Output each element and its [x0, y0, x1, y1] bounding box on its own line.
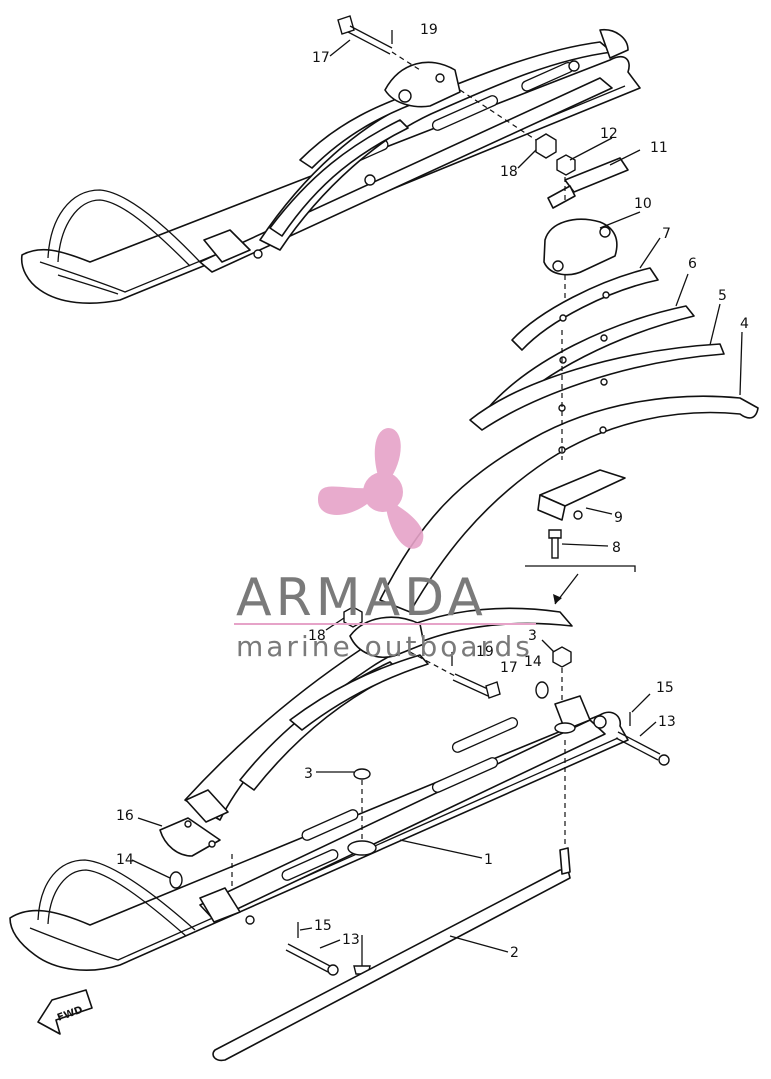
- callout-13-front: 13: [342, 932, 360, 948]
- callout-17-lower: 17: [500, 660, 518, 676]
- callout-labels: 19 17 12 11 18 10 7 6 5 4 9 8 18 3 19 17…: [116, 22, 749, 961]
- watermark-brand: ARMADA: [236, 568, 487, 628]
- part-11-plate: [547, 157, 629, 209]
- callout-14-rear: 14: [524, 654, 542, 670]
- nut-18-lower: [343, 606, 363, 628]
- callout-4: 4: [740, 316, 749, 332]
- washer-14-front: [169, 871, 183, 889]
- callout-18-lower: 18: [308, 628, 326, 644]
- callout-15-front: 15: [314, 918, 332, 934]
- callout-1: 1: [484, 852, 493, 868]
- callout-8: 8: [612, 540, 621, 556]
- callout-12: 12: [600, 126, 618, 142]
- upper-ski-assembly: [20, 28, 641, 304]
- part-10-saddle: [543, 218, 618, 310]
- callout-19-upper: 19: [420, 22, 438, 38]
- callout-19-lower: 19: [476, 644, 494, 660]
- callout-leaders: [131, 39, 743, 953]
- callout-2: 2: [510, 945, 519, 961]
- callout-16: 16: [116, 808, 134, 824]
- part-2-wear-bar: [212, 740, 571, 1062]
- fwd-direction-badge: FWD: [37, 989, 93, 1035]
- nut-18-upper: [459, 89, 557, 159]
- callout-13-rear: 13: [658, 714, 676, 730]
- callout-11: 11: [650, 140, 668, 156]
- watermark-tagline: marine outboards: [236, 630, 533, 663]
- callout-6: 6: [688, 256, 697, 272]
- propeller-logo: [318, 428, 424, 549]
- bolt-17-lower: [409, 651, 501, 699]
- bolt-17-upper: [337, 15, 421, 71]
- callout-7: 7: [662, 226, 671, 242]
- part-9-plate: [537, 469, 626, 521]
- nut-12: [556, 154, 576, 176]
- callout-18-upper: 18: [500, 164, 518, 180]
- leaf-7: [511, 267, 659, 351]
- group-bracket: [525, 565, 636, 572]
- callout-15-rear: 15: [656, 680, 674, 696]
- leaf-5: [469, 343, 725, 431]
- part-16-bracket: [159, 817, 233, 890]
- callout-9: 9: [614, 510, 623, 526]
- bolt-13-front: [285, 943, 339, 976]
- bolt-8: [548, 529, 562, 559]
- armada-watermark: ARMADA marine outboards: [234, 428, 536, 663]
- callout-10: 10: [634, 196, 652, 212]
- lower-ski-assembly: [9, 607, 629, 971]
- leaf-4-main-spring: [379, 330, 759, 613]
- callout-17-upper: 17: [312, 50, 330, 66]
- callout-14-front: 14: [116, 852, 134, 868]
- washer-14-rear: [535, 681, 549, 699]
- nut-3-upper: [552, 646, 572, 700]
- nut-3-center: [353, 768, 371, 840]
- callout-3-rear: 3: [528, 628, 537, 644]
- bolt-13-rear: [615, 731, 670, 766]
- callout-5: 5: [718, 288, 727, 304]
- callout-3-center: 3: [304, 766, 313, 782]
